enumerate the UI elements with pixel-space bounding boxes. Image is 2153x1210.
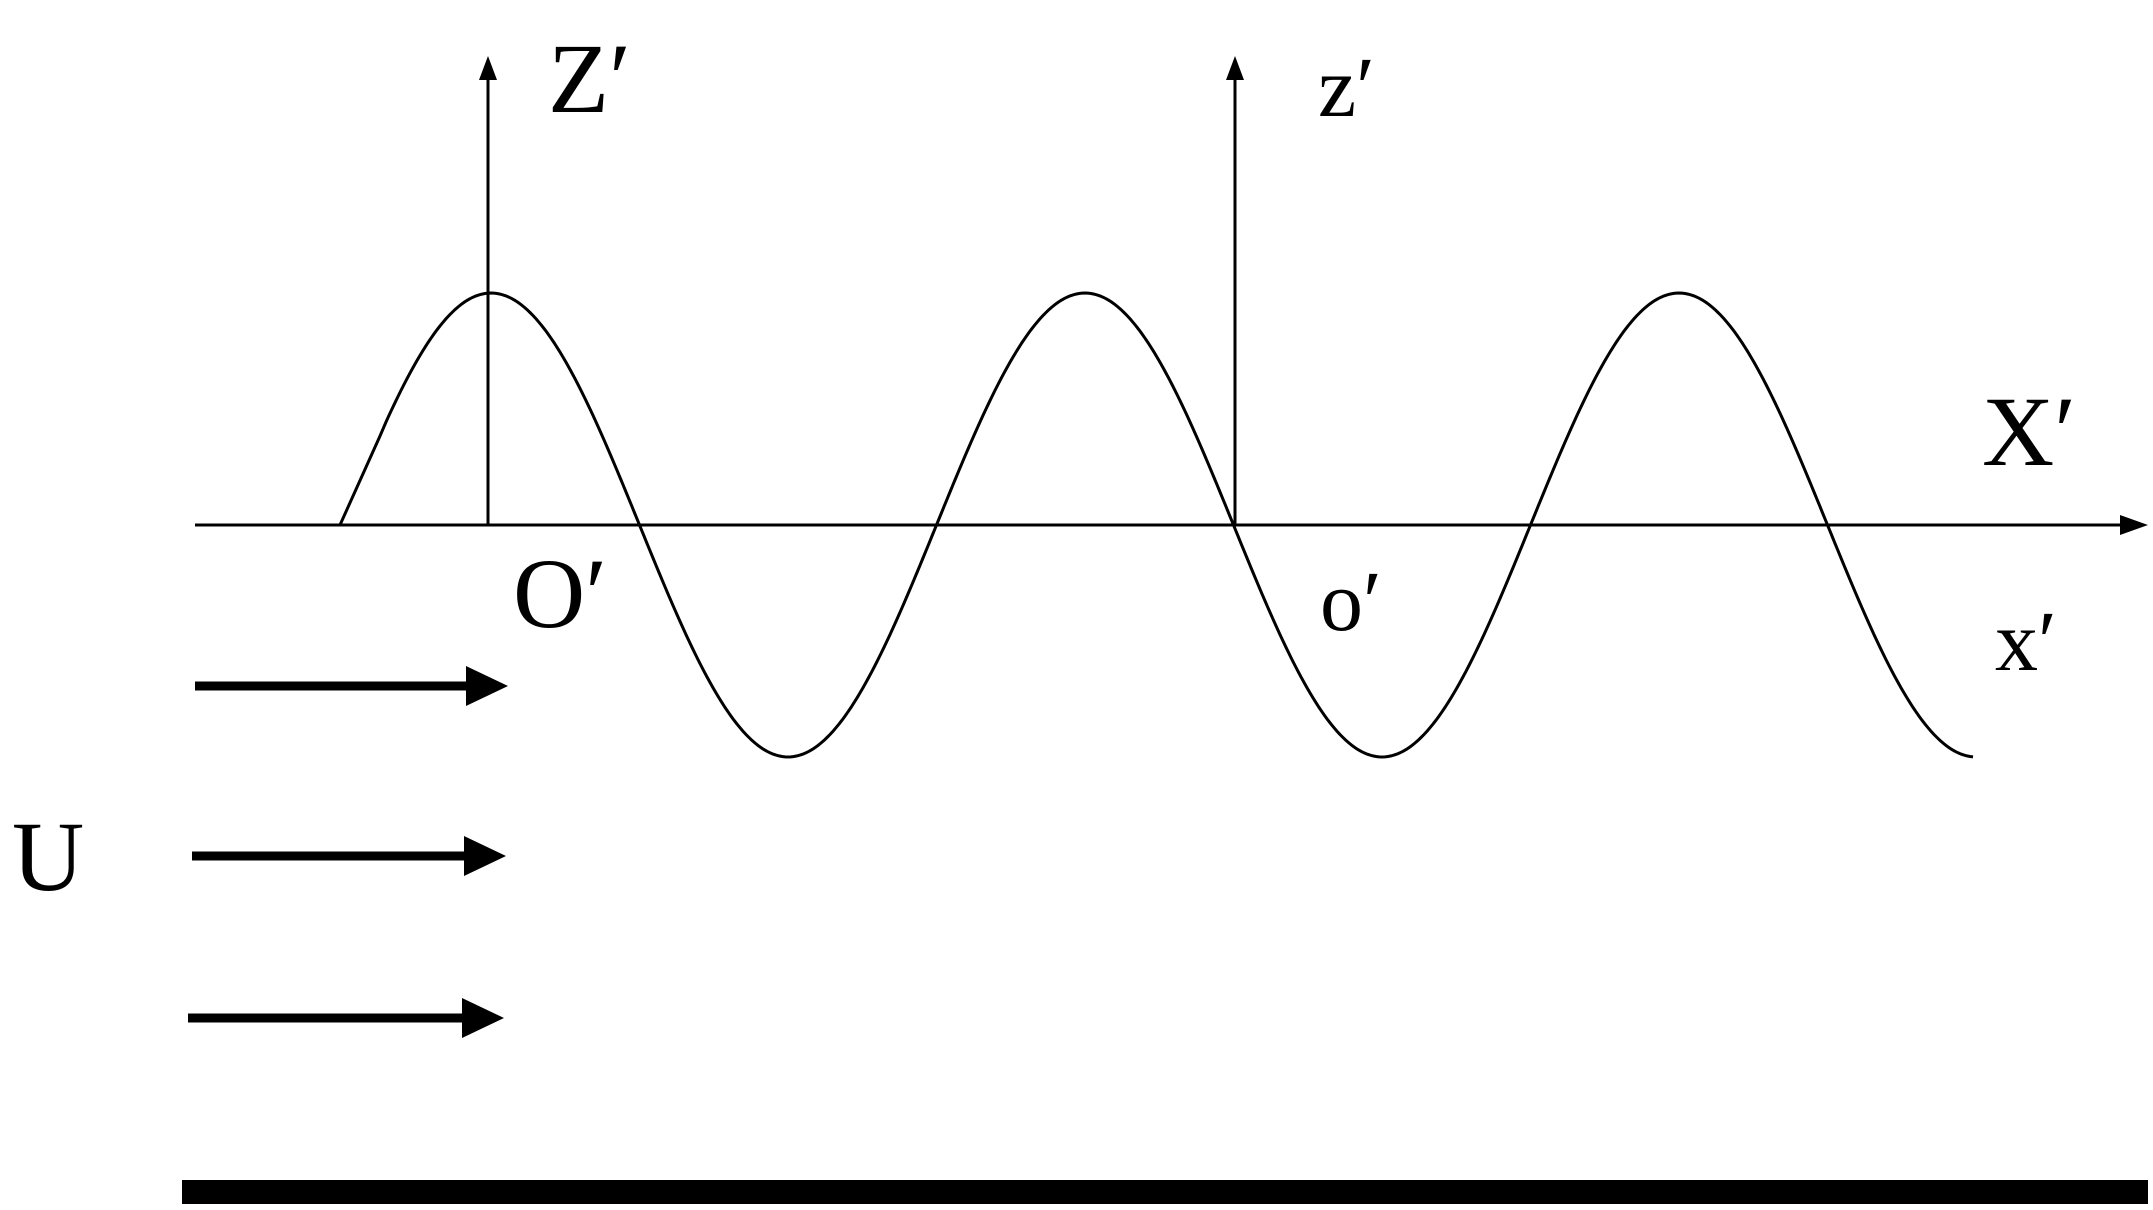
lower-z-axis-arrowhead	[1226, 56, 1244, 80]
lower-x-axis-label: x′	[1995, 593, 2057, 689]
lower-z-axis-label: z′	[1318, 39, 1375, 135]
flow-arrow-middle	[192, 836, 506, 876]
upper-x-axis-label: X′	[1982, 376, 2076, 487]
flow-velocity-label: U	[12, 801, 84, 912]
x-axis-arrowhead	[2120, 515, 2148, 535]
bottom-wall	[182, 1180, 2148, 1204]
upper-z-axis-arrowhead	[479, 56, 497, 80]
upper-z-axis-label: Z′	[548, 23, 631, 134]
upper-origin-label: O′	[513, 538, 607, 649]
lower-origin-label: o′	[1320, 553, 1382, 649]
wave-surface-curve	[195, 291, 1974, 759]
flow-arrow-bottom	[188, 998, 504, 1038]
flow-arrow-top	[195, 666, 508, 706]
